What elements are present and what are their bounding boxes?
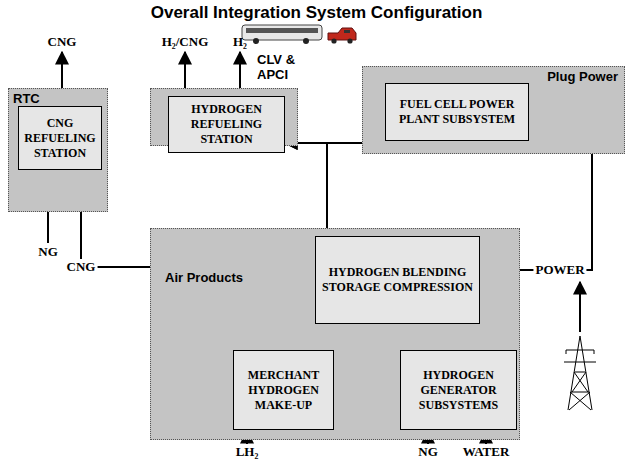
box-text: MERCHANT HYDROGEN MAKE-UP xyxy=(234,366,333,415)
flow-label: WATER xyxy=(463,444,510,460)
organization-region: Air Products HYDROGEN BLENDING STORAGE CO… xyxy=(150,228,520,440)
region-label: Plug Power xyxy=(547,70,618,85)
process-box: MERCHANT HYDROGEN MAKE-UP xyxy=(233,350,334,430)
process-box: HYDROGEN GENERATOR SUBSYSTEMS xyxy=(400,350,517,430)
bus-icon xyxy=(242,25,322,44)
box-text: CNG REFUELING STATION xyxy=(19,114,101,163)
flow-label: NG xyxy=(38,244,58,260)
flow-arrow xyxy=(327,143,385,236)
box-text: HYDROGEN GENERATOR SUBSYSTEMS xyxy=(401,366,516,415)
box-text: HYDROGEN BLENDING STORAGE COMPRESSION xyxy=(316,263,479,297)
flow-label: NG xyxy=(418,444,438,460)
edge-label: POWER xyxy=(533,262,586,278)
process-box: CNG REFUELING STATION xyxy=(18,106,102,170)
region-label: CLV & APCI xyxy=(257,53,303,83)
organization-region: Plug PowerFUEL CELL POWER PLANT SUBSYSTE… xyxy=(362,66,625,154)
flow-label: H₂/CNG xyxy=(162,34,209,50)
process-box: HYDROGEN REFUELING STATION xyxy=(168,96,285,153)
flow-arrow xyxy=(285,143,327,236)
organization-region: RTC CNG REFUELING STATION xyxy=(8,88,108,212)
box-text: HYDROGEN REFUELING STATION xyxy=(169,100,284,149)
organization-region: CLV & APCIHYDROGEN REFUELING STATION xyxy=(150,88,298,146)
process-box: HYDROGEN BLENDING STORAGE COMPRESSION xyxy=(315,236,480,324)
flow-label: H₂ xyxy=(233,34,247,50)
diagram-title: Overall Integration System Configuration xyxy=(0,3,633,23)
flow-label: CNG xyxy=(48,34,77,50)
flow-label: LH₂ xyxy=(236,444,259,460)
truck-icon xyxy=(328,28,356,44)
edge-label: CNG xyxy=(65,259,98,275)
feed-arrows xyxy=(48,52,580,444)
box-text: FUEL CELL POWER PLANT SUBSYSTEM xyxy=(386,95,528,129)
power-tower-icon xyxy=(564,336,596,410)
region-label: Air Products xyxy=(165,271,243,286)
process-box: FUEL CELL POWER PLANT SUBSYSTEM xyxy=(385,83,529,141)
region-label: RTC xyxy=(13,92,40,107)
